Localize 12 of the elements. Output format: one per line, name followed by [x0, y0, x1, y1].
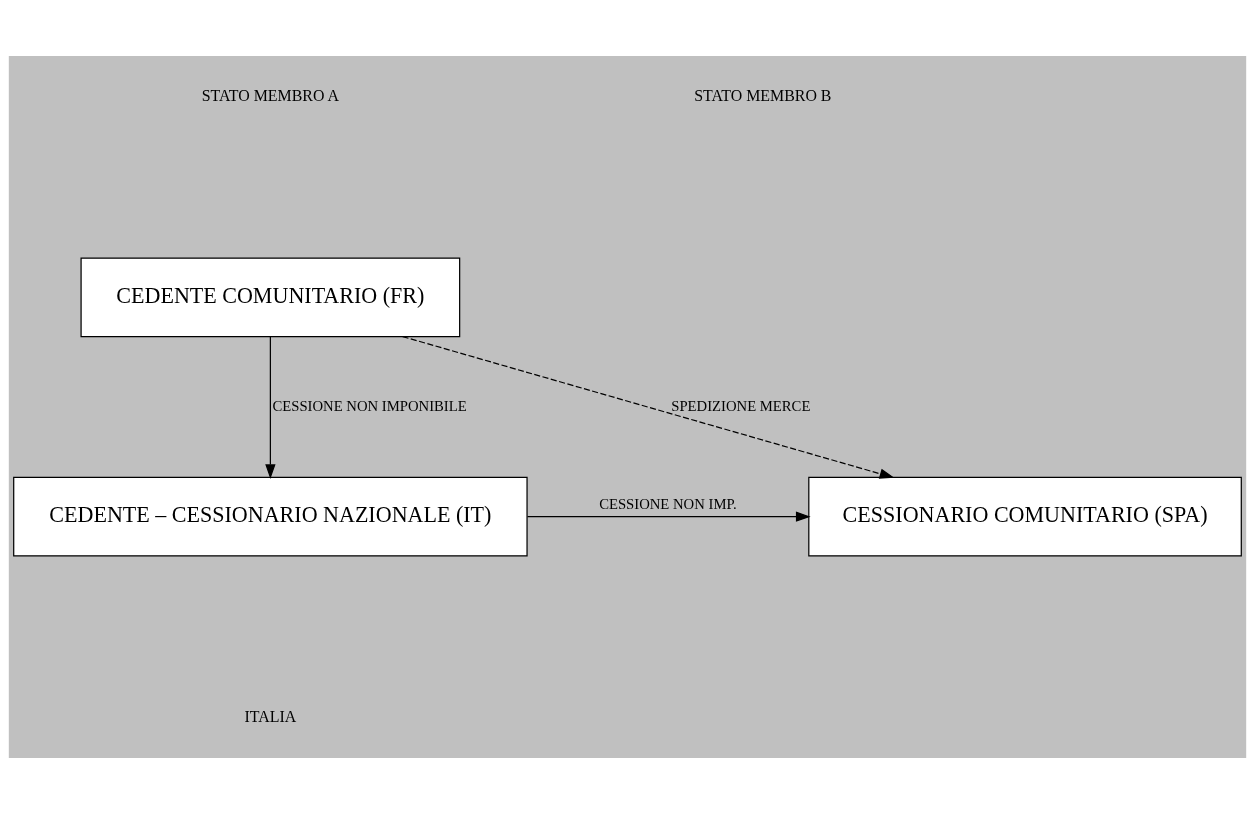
arrow	[526, 511, 811, 522]
arrow	[265, 336, 276, 480]
arrow	[402, 335, 895, 479]
node-box: CESSIONARIO COMUNITARIO (SPA)	[808, 476, 1242, 557]
edge-label: SPEDIZIONE MERCE	[671, 397, 811, 414]
node-box: CEDENTE COMUNITARIO (FR)	[80, 257, 461, 338]
label: STATO MEMBRO A	[201, 86, 339, 104]
edge-label: CESSIONE NON IMPONIBILE	[272, 397, 467, 414]
label: ITALIA	[244, 707, 297, 725]
label: STATO MEMBRO B	[694, 86, 832, 104]
edge-label: CESSIONE NON IMP.	[599, 495, 737, 512]
node-box: CEDENTE – CESSIONARIO NAZIONALE (IT)	[13, 476, 528, 557]
